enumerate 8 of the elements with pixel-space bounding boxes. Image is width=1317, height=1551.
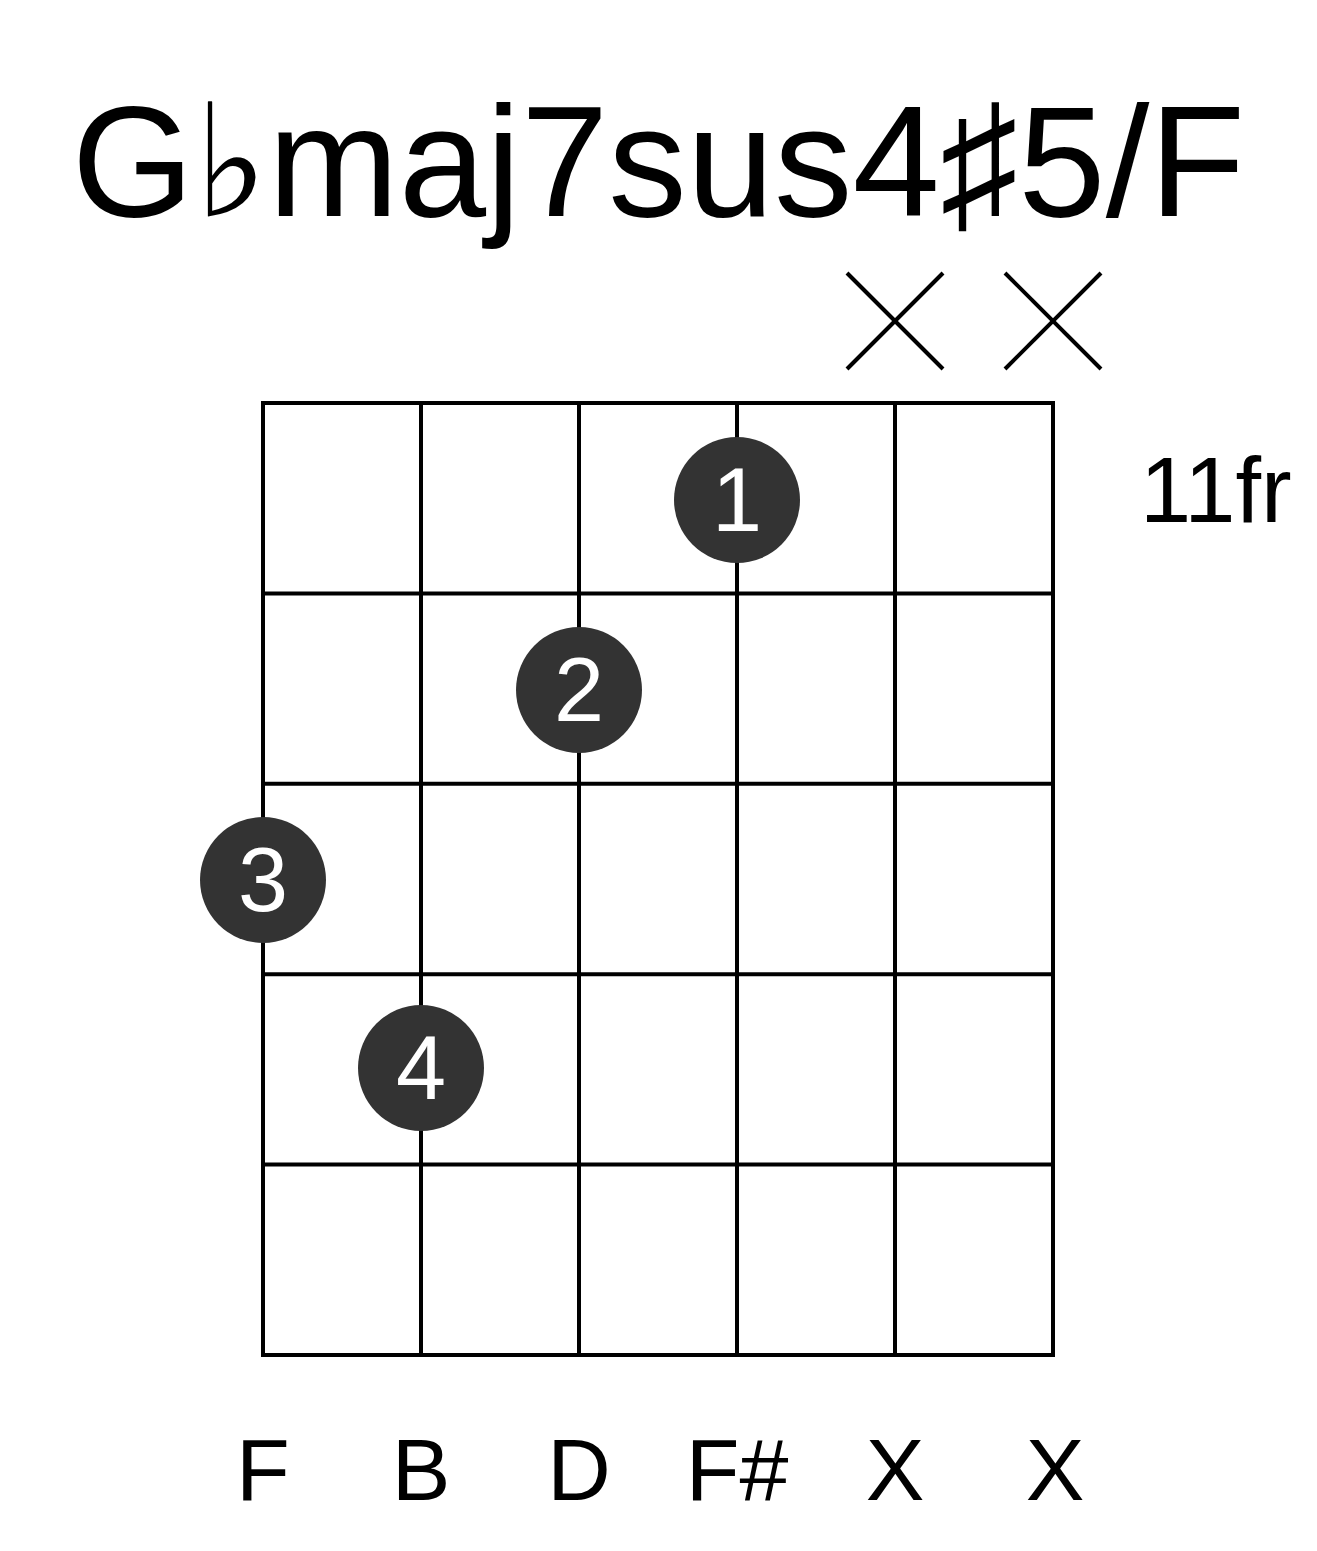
string-note-label: X [865, 1426, 925, 1514]
string-note-label: F [236, 1426, 290, 1514]
fret-number-label: 11fr [1140, 444, 1292, 536]
chord-title: G♭maj7sus4♯5/F [71, 73, 1246, 251]
string-note-label: X [1025, 1426, 1085, 1514]
string-note-label: F# [685, 1426, 789, 1514]
string-note-label: D [547, 1426, 611, 1514]
string-note-label: B [391, 1426, 451, 1514]
